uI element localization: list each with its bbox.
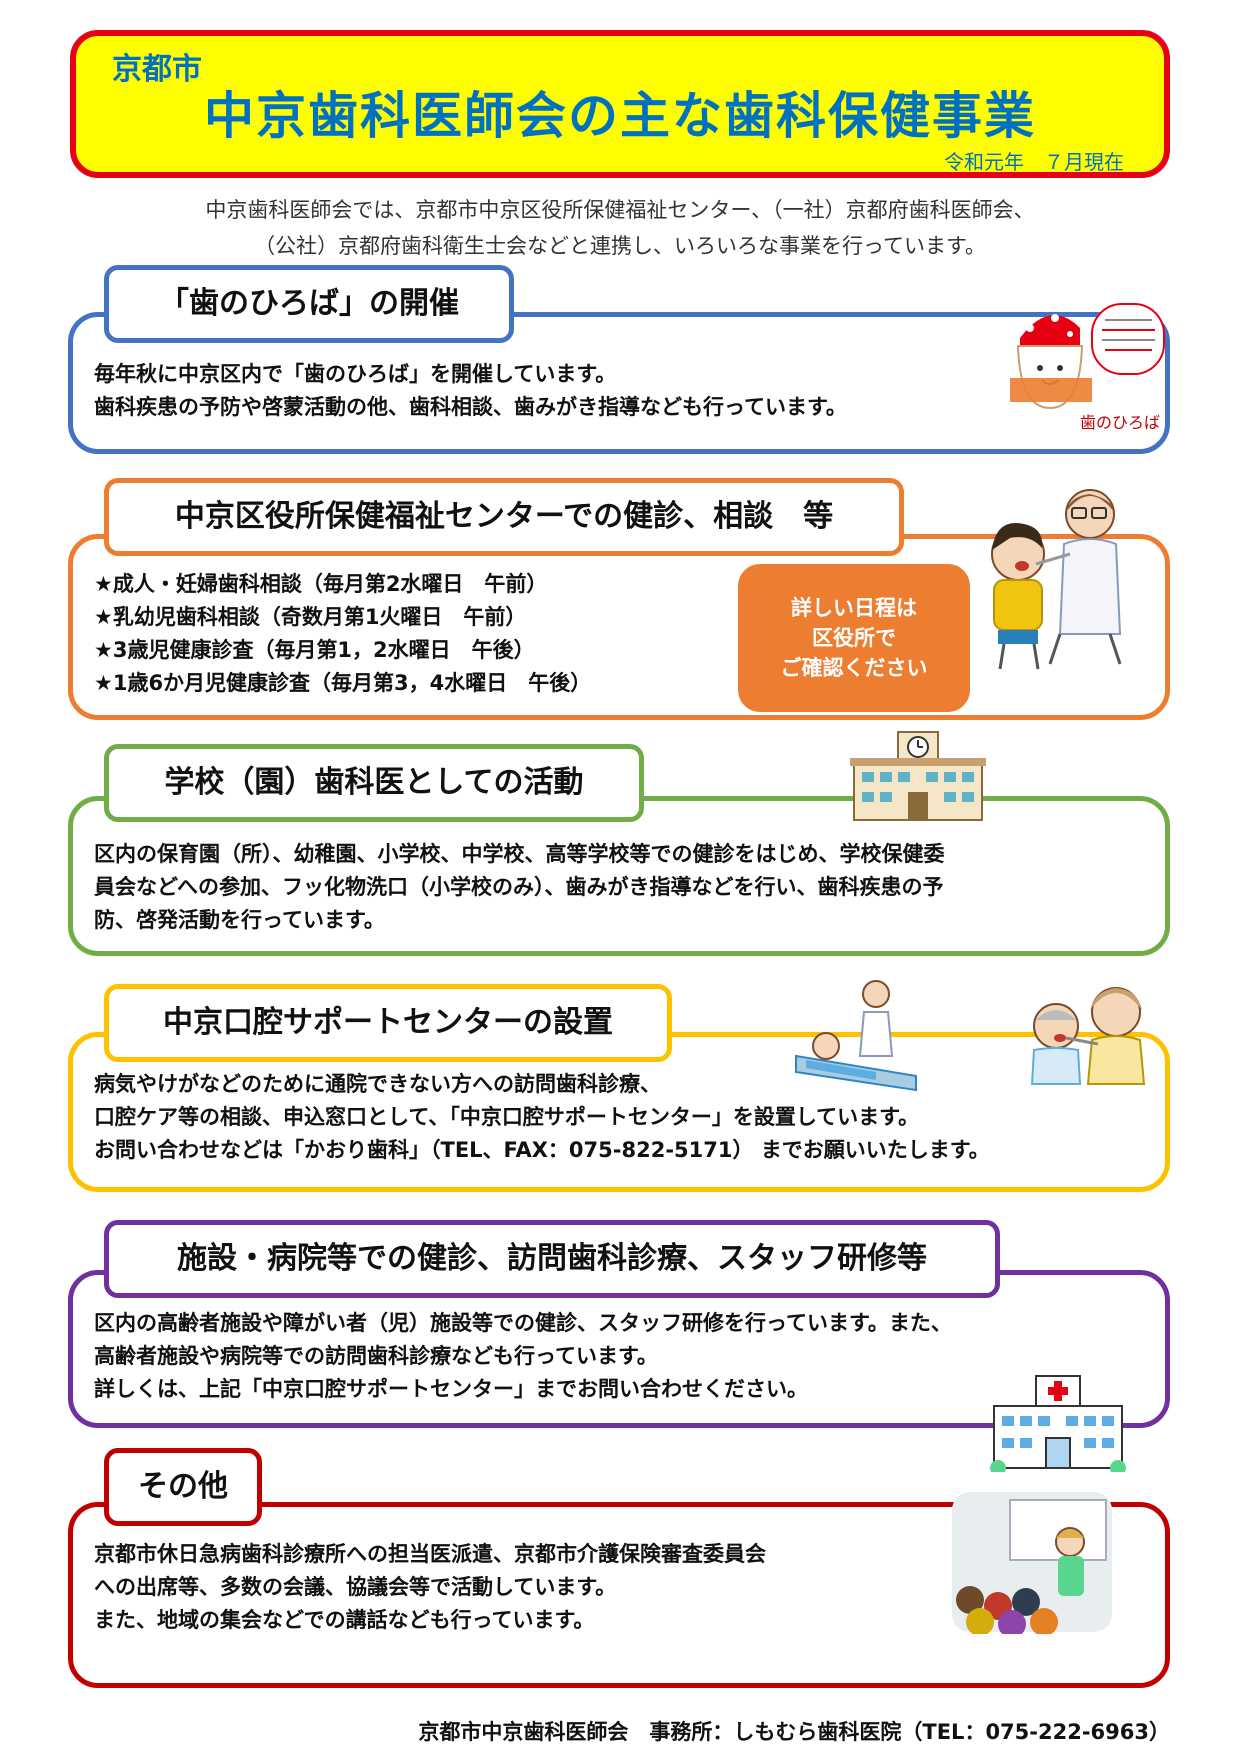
section-body: 区内の高齢者施設や障がい者（児）施設等での健診、スタッフ研修を行っています。また… bbox=[94, 1307, 952, 1406]
caregiver-oral-care-illustration bbox=[1030, 987, 1146, 1085]
body-line: 区内の保育園（所）、幼稚園、小学校、中学校、高等学校等での健診をはじめ、学校保健… bbox=[94, 842, 945, 866]
school-building-icon bbox=[850, 731, 986, 821]
body-line: ★1歳6か月児健康診査（毎月第3，4水曜日 午後） bbox=[94, 671, 592, 695]
header-banner: 京都市 中京歯科医師会の主な歯科保健事業 令和元年 ７月現在 bbox=[70, 30, 1170, 178]
body-line: 京都市休日急病歯科診療所への担当医派遣、京都市介護保険審査委員会 bbox=[94, 1542, 766, 1566]
section-title: 「歯のひろば」の開催 bbox=[104, 265, 514, 343]
intro-text: 中京歯科医師会では、京都市中京区役所保健福祉センター、（一社）京都府歯科医師会、… bbox=[0, 192, 1240, 264]
section-title: 学校（園）歯科医としての活動 bbox=[104, 744, 644, 822]
section-title: 中京区役所保健福祉センターでの健診、相談 等 bbox=[104, 478, 904, 556]
footer-contact: 京都市中京歯科医師会 事務所：しもむら歯科医院（TEL：075-222-6963… bbox=[418, 1720, 1170, 1744]
intro-line: 中京歯科医師会では、京都市中京区役所保健福祉センター、（一社）京都府歯科医師会、 bbox=[205, 198, 1035, 222]
home-visit-bed-illustration bbox=[795, 980, 917, 1092]
body-line: ★3歳児健康診査（毎月第1，2水曜日 午後） bbox=[94, 638, 535, 662]
page-title: 中京歯科医師会の主な歯科保健事業 bbox=[204, 87, 1036, 145]
section-body: 京都市休日急病歯科診療所への担当医派遣、京都市介護保険審査委員会 への出席等、多… bbox=[94, 1538, 766, 1637]
city-label: 京都市 bbox=[112, 52, 202, 87]
section-body: 病気やけがなどのために通院できない方への訪問歯科診療、 口腔ケア等の相談、申込窓… bbox=[94, 1068, 990, 1167]
body-line: また、地域の集会などでの講話なども行っています。 bbox=[94, 1608, 595, 1632]
poster-label: 歯のひろば bbox=[1080, 413, 1160, 432]
body-line: 防、啓発活動を行っています。 bbox=[94, 908, 385, 932]
callout-line: 詳しい日程は bbox=[791, 596, 917, 620]
intro-line: （公社）京都府歯科衛生士会などと連携し、いろいろな事業を行っています。 bbox=[254, 234, 986, 258]
body-line: 毎年秋に中京区内で「歯のひろば」を開催しています。 bbox=[94, 362, 617, 386]
body-line: への出席等、多数の会議、協議会等で活動しています。 bbox=[94, 1575, 617, 1599]
body-line: 歯科疾患の予防や啓蒙活動の他、歯科相談、歯みがき指導なども行っています。 bbox=[94, 395, 847, 419]
body-line: 員会などへの参加、フッ化物洗口（小学校のみ）、歯みがき指導などを行い、歯科疾患の… bbox=[94, 875, 944, 899]
schedule-callout: 詳しい日程は 区役所で ご確認ください bbox=[738, 564, 970, 712]
body-line: 口腔ケア等の相談、申込窓口として、「中京口腔サポートセンター」を設置しています。 bbox=[94, 1105, 920, 1129]
section-body: 区内の保育園（所）、幼稚園、小学校、中学校、高等学校等での健診をはじめ、学校保健… bbox=[94, 838, 945, 937]
ha-no-hiroba-poster-illustration: 歯のひろば bbox=[1010, 303, 1165, 432]
body-line: 詳しくは、上記「中京口腔サポートセンター」までお問い合わせください。 bbox=[94, 1377, 808, 1401]
section-school-dentist bbox=[68, 796, 1170, 956]
body-line: 病気やけがなどのために通院できない方への訪問歯科診療、 bbox=[94, 1072, 661, 1096]
date-label: 令和元年 ７月現在 bbox=[944, 150, 1124, 174]
section-body: 毎年秋に中京区内で「歯のひろば」を開催しています。 歯科疾患の予防や啓蒙活動の他… bbox=[94, 358, 847, 424]
body-line: 高齢者施設や病院等での訪問歯科診療なども行っています。 bbox=[94, 1344, 658, 1368]
body-line: ★乳幼児歯科相談（奇数月第1火曜日 午前） bbox=[94, 605, 527, 629]
callout-line: ご確認ください bbox=[780, 656, 928, 680]
dentist-checkup-illustration bbox=[991, 489, 1122, 670]
lecture-audience-illustration bbox=[952, 1492, 1112, 1634]
callout-line: 区役所で bbox=[812, 626, 896, 650]
hospital-building-icon bbox=[990, 1375, 1126, 1472]
section-title: 施設・病院等での健診、訪問歯科診療、スタッフ研修等 bbox=[104, 1220, 1000, 1298]
section-title: 中京口腔サポートセンターの設置 bbox=[104, 984, 672, 1062]
body-line: 区内の高齢者施設や障がい者（児）施設等での健診、スタッフ研修を行っています。また… bbox=[94, 1311, 952, 1335]
section-body: ★成人・妊婦歯科相談（毎月第2水曜日 午前） ★乳幼児歯科相談（奇数月第1火曜日… bbox=[94, 568, 591, 700]
body-line: ★成人・妊婦歯科相談（毎月第2水曜日 午前） bbox=[94, 572, 548, 596]
body-line: お問い合わせなどは「かおり歯科」（TEL、FAX：075-822-5171） ま… bbox=[94, 1138, 990, 1162]
section-title: その他 bbox=[104, 1448, 262, 1526]
